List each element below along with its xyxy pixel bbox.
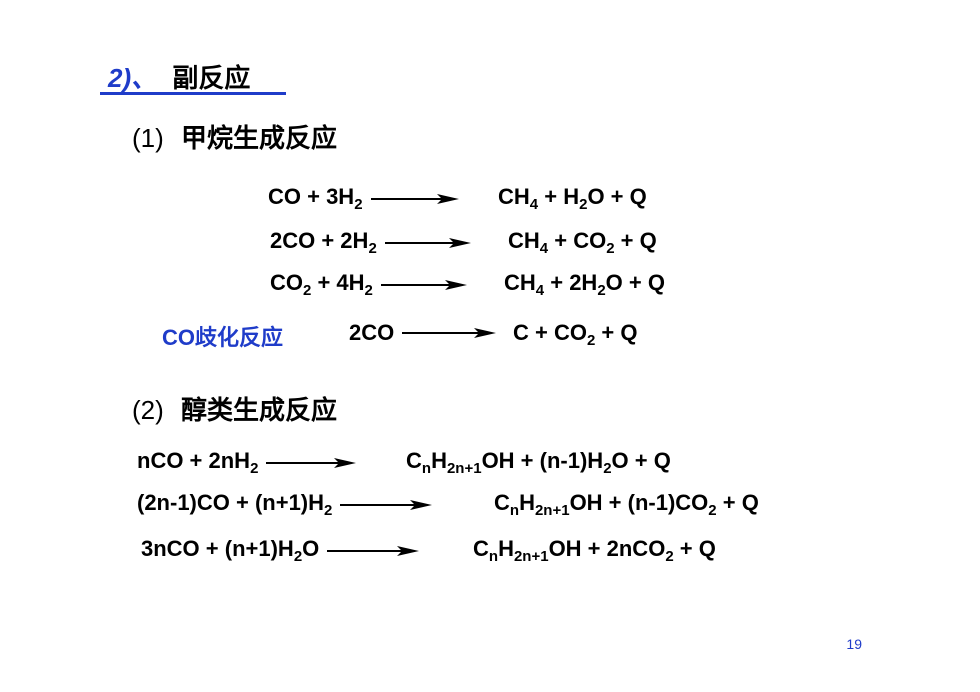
formula-text: C	[406, 448, 422, 473]
formula-text: + 2H	[544, 270, 598, 295]
formula-text: 2CO	[349, 320, 395, 345]
subscript: 2	[364, 282, 373, 299]
heading-underline	[100, 92, 286, 95]
formula-text: (2n-1)CO + (n+1)H	[137, 490, 325, 515]
formula-text: CO	[270, 270, 303, 295]
formula-text: C	[494, 490, 510, 515]
subscript: 2	[303, 282, 312, 299]
equation-lhs: nCO + 2nH2	[137, 448, 364, 477]
subscript: 2n+1	[534, 502, 570, 519]
equation-rhs: CH4 + CO2 + Q	[508, 228, 657, 257]
subscript: 2	[606, 240, 615, 257]
formula-text: nCO + 2nH	[137, 448, 251, 473]
subscript: 4	[529, 196, 539, 213]
subscript: 2	[597, 282, 606, 299]
subsection-2-number: (2)	[132, 395, 164, 425]
formula-text: 3nCO + (n+1)H	[141, 536, 294, 561]
formula-text: OH + (n-1)H	[481, 448, 604, 473]
subscript: 2n+1	[513, 548, 549, 565]
formula-text: + Q	[716, 490, 759, 515]
subscript: 4	[535, 282, 545, 299]
equation-lhs: 2CO + 2H2	[270, 228, 479, 257]
subscript: 2	[586, 332, 596, 349]
reaction-arrow-icon	[402, 328, 497, 338]
heading-number: 2)、	[108, 63, 158, 93]
equation-rhs: C + CO2 + Q	[513, 320, 638, 349]
subscript: 2	[603, 460, 612, 477]
formula-text: CH	[498, 184, 530, 209]
subscript: 2	[324, 502, 333, 519]
equation-rhs: CnH2n+1OH + (n-1)H2O + Q	[406, 448, 671, 477]
formula-text: O + Q	[587, 184, 647, 209]
subscript: 2	[250, 460, 259, 477]
formula-text: + H	[538, 184, 580, 209]
subsection-2-heading: (2) 醇类生成反应	[132, 390, 337, 427]
equation-rhs: CnH2n+1OH + 2nCO2 + Q	[473, 536, 716, 565]
subsection-2-title: 醇类生成反应	[181, 395, 338, 425]
subscript: 2n+1	[446, 460, 482, 477]
subscript: 2	[708, 502, 717, 519]
subscript: 4	[539, 240, 549, 257]
subscript: 2	[665, 548, 674, 565]
formula-text: O + Q	[611, 448, 671, 473]
subsection-1-number: (1)	[132, 123, 164, 153]
formula-text: H	[519, 490, 535, 515]
reaction-arrow-icon	[327, 545, 420, 556]
subscript: n	[421, 460, 432, 477]
subscript: n	[488, 548, 499, 565]
equation-lhs: CO2 + 4H2	[270, 270, 475, 299]
equation-lhs: 3nCO + (n+1)H2O	[141, 536, 427, 565]
formula-text: O	[302, 536, 320, 561]
formula-text: CH	[508, 228, 540, 253]
formula-text: H	[431, 448, 447, 473]
page-number: 19	[846, 636, 862, 652]
reaction-arrow-icon	[370, 193, 459, 204]
formula-text: H	[498, 536, 514, 561]
co-disproportionation-label: CO歧化反应	[162, 325, 284, 350]
equation-rhs: CnH2n+1OH + (n-1)CO2 + Q	[494, 490, 759, 519]
subscript: 2	[579, 196, 588, 213]
reaction-arrow-icon	[384, 237, 471, 248]
formula-text: OH + (n-1)CO	[569, 490, 709, 515]
section-heading: 2)、 副反应	[108, 58, 250, 95]
reaction-arrow-icon	[266, 457, 357, 468]
formula-text: C	[473, 536, 489, 561]
subscript: 2	[293, 548, 303, 565]
formula-text: + CO	[548, 228, 607, 253]
subscript: 2	[354, 196, 363, 213]
formula-text: + Q	[614, 228, 657, 253]
reaction-arrow-icon	[340, 499, 433, 510]
subscript: 2	[368, 240, 377, 257]
formula-text: + Q	[595, 320, 638, 345]
reaction-arrow-icon	[380, 279, 467, 290]
equation-lhs: (2n-1)CO + (n+1)H2	[137, 490, 440, 519]
subscript: n	[509, 502, 520, 519]
equation-rhs: CH4 + H2O + Q	[498, 184, 647, 213]
formula-text: CO + 3H	[268, 184, 355, 209]
subsection-1-title: 甲烷生成反应	[181, 123, 338, 153]
subsection-1-heading: (1) 甲烷生成反应	[132, 118, 337, 155]
formula-text: 2CO + 2H	[270, 228, 369, 253]
formula-text: + Q	[673, 536, 716, 561]
equation-lhs: 2CO	[349, 320, 504, 346]
formula-text: CH	[504, 270, 536, 295]
heading-title: 副反应	[172, 63, 251, 93]
equation-rhs: CH4 + 2H2O + Q	[504, 270, 665, 299]
equation-lhs: CO + 3H2	[268, 184, 467, 213]
formula-text: O + Q	[605, 270, 665, 295]
formula-text: OH + 2nCO	[548, 536, 666, 561]
formula-text: + 4H	[311, 270, 365, 295]
formula-text: C + CO	[513, 320, 587, 345]
